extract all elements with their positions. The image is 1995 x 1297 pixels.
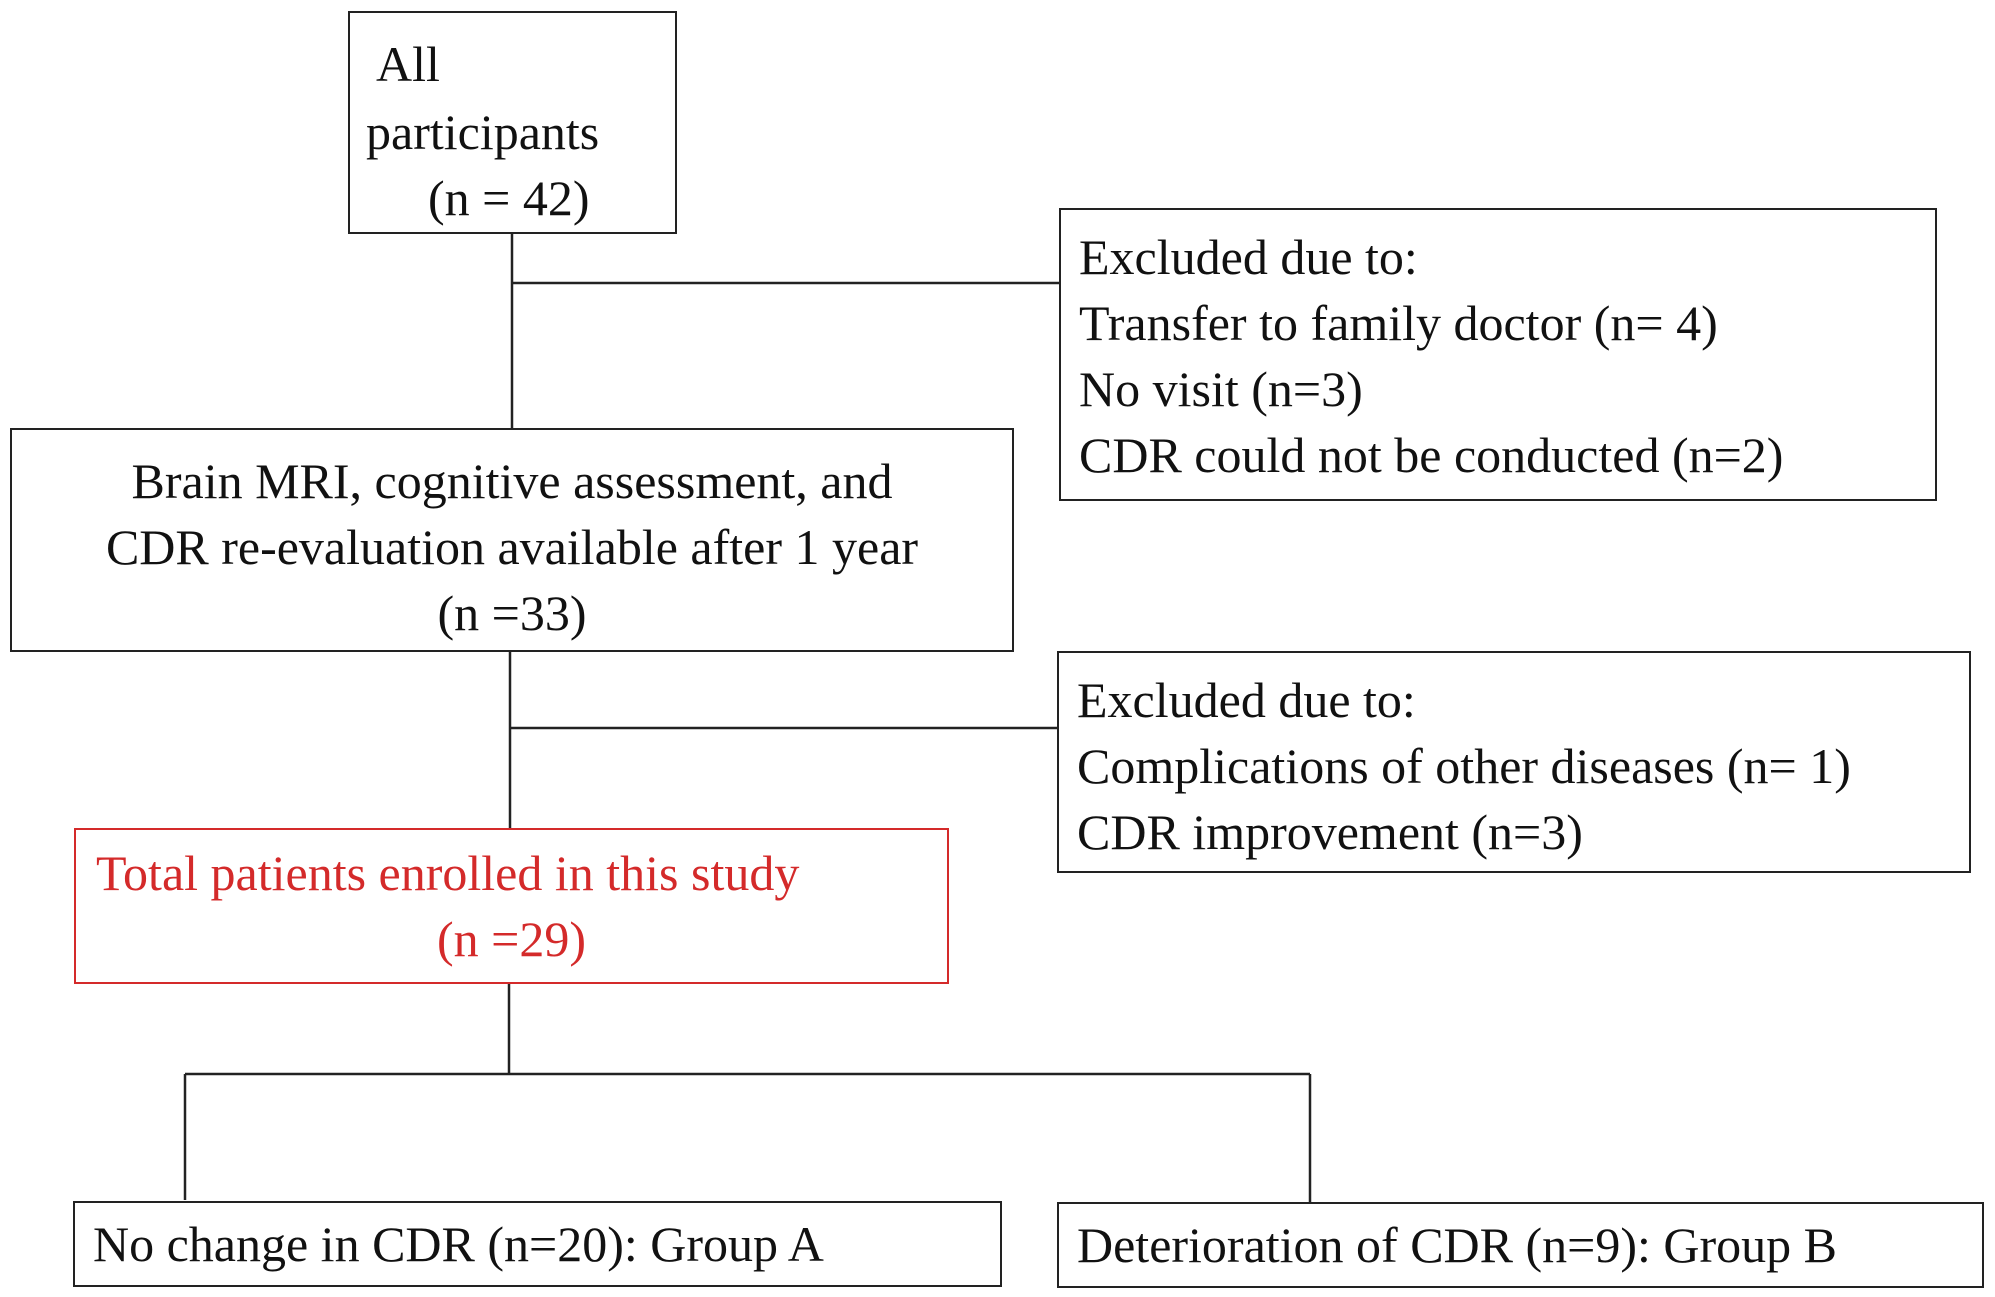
excluded-1-heading: Excluded due to: (1079, 229, 1418, 285)
followup-line-1: Brain MRI, cognitive assessment, and (131, 453, 893, 509)
group-b-label: Deterioration of CDR (n=9): Group B (1077, 1217, 1838, 1273)
excluded-2-item: Complications of other diseases (n= 1) (1077, 738, 1851, 794)
excluded-1-item: CDR could not be conducted (n=2) (1079, 427, 1784, 483)
all-participants-box: All participants (n = 42) (348, 11, 677, 234)
excluded-1-item: Transfer to family doctor (n= 4) (1079, 295, 1718, 351)
followup-box: Brain MRI, cognitive assessment, and CDR… (10, 428, 1014, 652)
excluded-box-2: Excluded due to: Complications of other … (1057, 651, 1971, 873)
excluded-1-item: No visit (n=3) (1079, 361, 1363, 417)
group-a-label: No change in CDR (n=20): Group A (93, 1216, 824, 1272)
enrolled-box: Total patients enrolled in this study (n… (74, 828, 949, 984)
followup-count: (n =33) (437, 585, 587, 641)
all-participants-count: (n = 42) (428, 170, 590, 226)
all-participants-line-1: All (376, 36, 440, 92)
enrolled-title: Total patients enrolled in this study (96, 845, 800, 901)
excluded-2-heading: Excluded due to: (1077, 672, 1416, 728)
excluded-2-item: CDR improvement (n=3) (1077, 804, 1583, 860)
all-participants-line-2: participants (366, 104, 600, 160)
excluded-box-1: Excluded due to: Transfer to family doct… (1059, 208, 1937, 501)
group-a-box: No change in CDR (n=20): Group A (73, 1201, 1002, 1287)
group-b-box: Deterioration of CDR (n=9): Group B (1057, 1202, 1984, 1288)
followup-line-2: CDR re-evaluation available after 1 year (105, 519, 919, 575)
enrolled-count: (n =29) (437, 911, 586, 967)
